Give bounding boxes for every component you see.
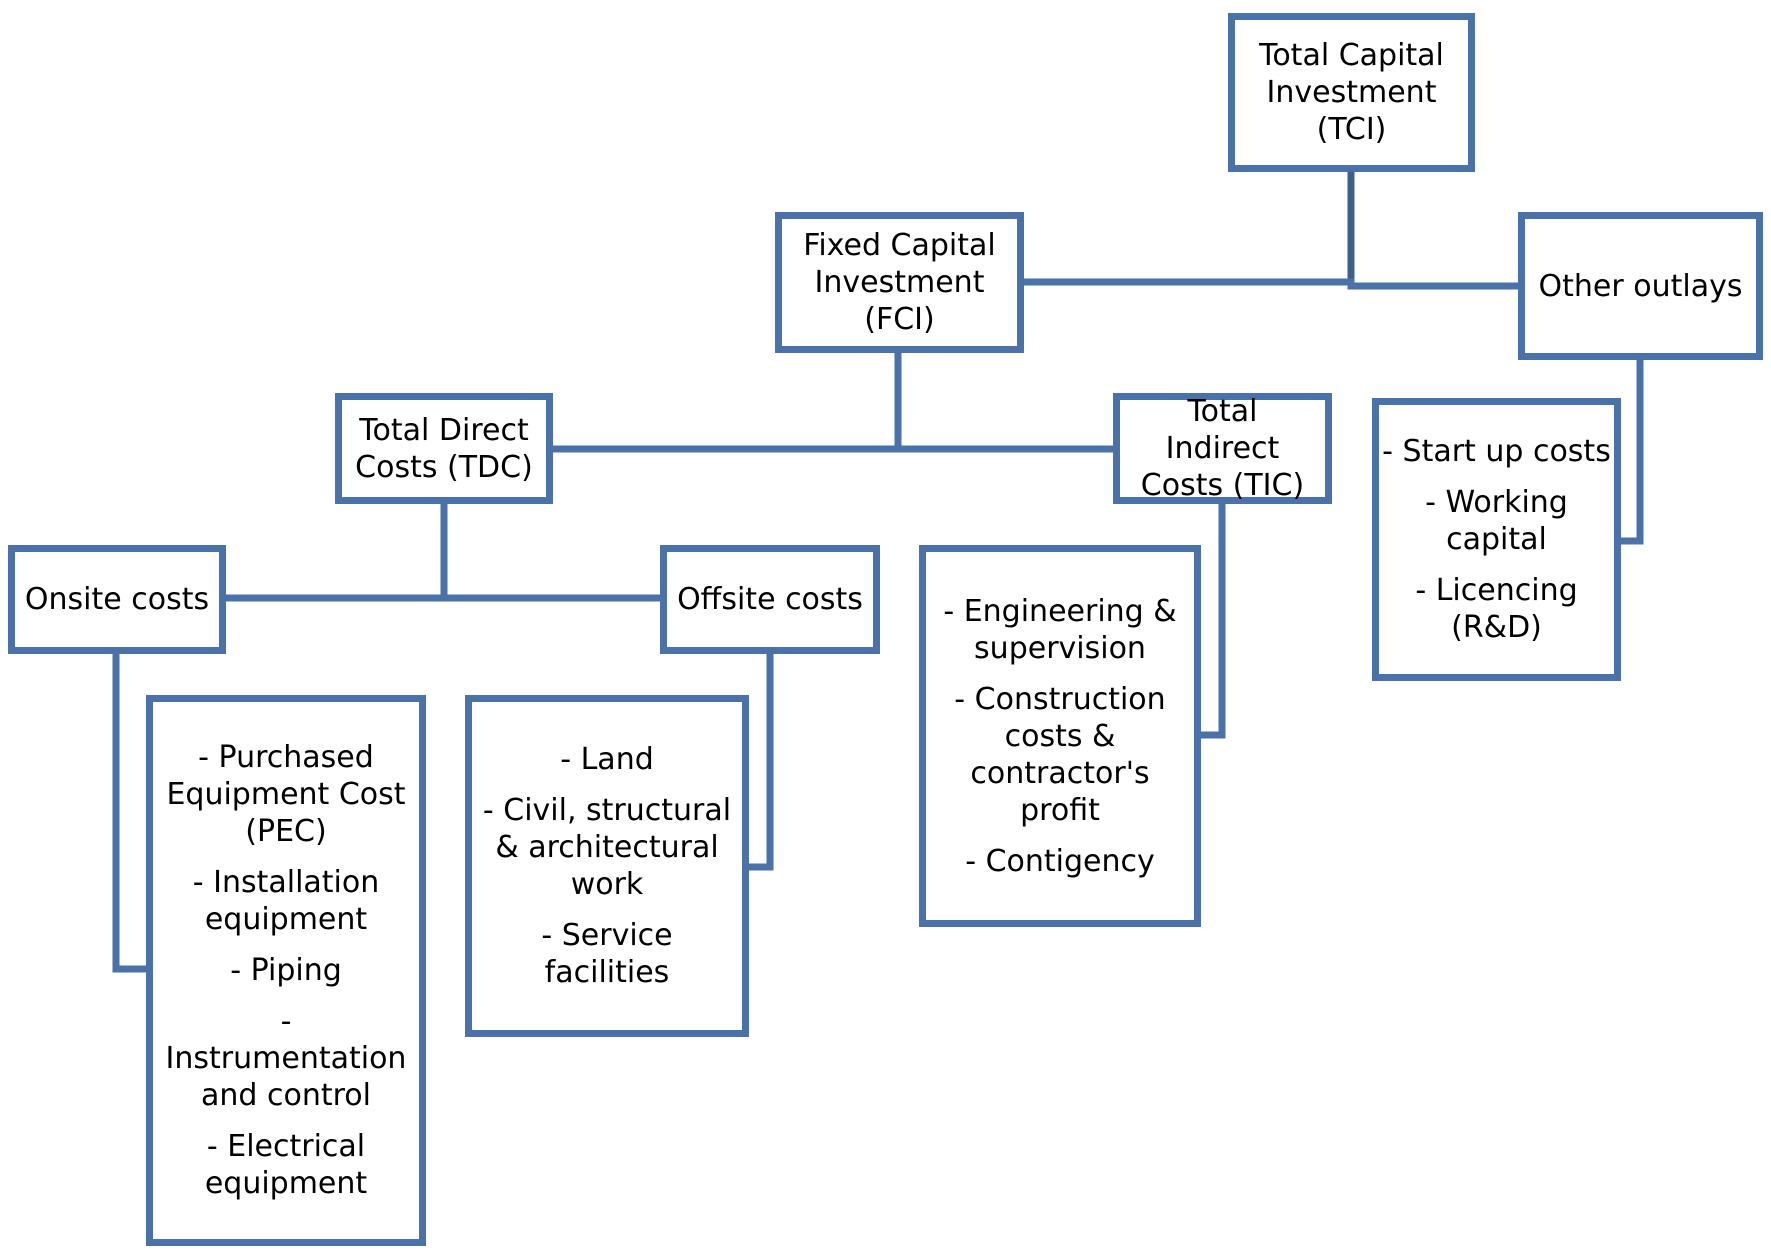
list-indirect-items: - Engineering & supervision - Constructi…	[919, 545, 1201, 927]
node-label: Fixed Capital Investment (FCI)	[803, 228, 996, 337]
list-item: - Start up costs	[1382, 434, 1611, 469]
node-label: Total Capital Investment (TCI)	[1259, 38, 1444, 147]
list-item: - Contigency	[965, 843, 1155, 879]
list-item: - Electrical equipment	[204, 1129, 368, 1201]
list-item: - Purchased Equipment Cost (PEC)	[166, 740, 406, 849]
node-label: Offsite costs	[677, 582, 863, 617]
connector-offsite-list	[743, 648, 774, 871]
list-item: - Land	[560, 742, 654, 777]
list-item: - Instrumentation and control	[165, 1004, 407, 1113]
list-other-items: - Start up costs - Working capital - Lic…	[1372, 398, 1621, 681]
list-item: - Construction costs & contractor's prof…	[954, 681, 1166, 828]
list-item: - Service facilities	[541, 918, 673, 990]
connector-onsite-list	[112, 648, 152, 973]
list-item: - Installation equipment	[192, 865, 380, 937]
connector-fci-other	[1018, 278, 1524, 290]
list-item: - Piping	[230, 953, 342, 988]
connector-other-list	[1615, 354, 1644, 545]
node-other-outlays: Other outlays	[1518, 212, 1763, 360]
node-total-direct-costs: Total Direct Costs (TDC)	[335, 393, 553, 504]
node-onsite-costs: Onsite costs	[8, 545, 226, 654]
list-item: - Civil, structural & architectural work	[482, 793, 732, 902]
node-label: Other outlays	[1538, 268, 1743, 304]
node-fixed-capital-investment: Fixed Capital Investment (FCI)	[775, 212, 1024, 353]
connector-tic-list	[1195, 498, 1226, 739]
node-label: Total Direct Costs (TDC)	[355, 412, 533, 485]
node-offsite-costs: Offsite costs	[660, 545, 880, 654]
node-total-capital-investment: Total Capital Investment (TCI)	[1228, 13, 1475, 172]
list-item: - Licencing (R&D)	[1415, 573, 1578, 645]
list-offsite-items: - Land - Civil, structural & architectur…	[465, 695, 749, 1037]
list-item: - Working capital	[1425, 485, 1568, 557]
node-label: Total Indirect Costs (TIC)	[1140, 394, 1305, 503]
list-item: - Engineering & supervision	[943, 593, 1177, 666]
list-onsite-items: - Purchased Equipment Cost (PEC) - Insta…	[146, 695, 426, 1246]
node-label: Onsite costs	[24, 582, 210, 617]
node-total-indirect-costs: Total Indirect Costs (TIC)	[1113, 393, 1332, 504]
